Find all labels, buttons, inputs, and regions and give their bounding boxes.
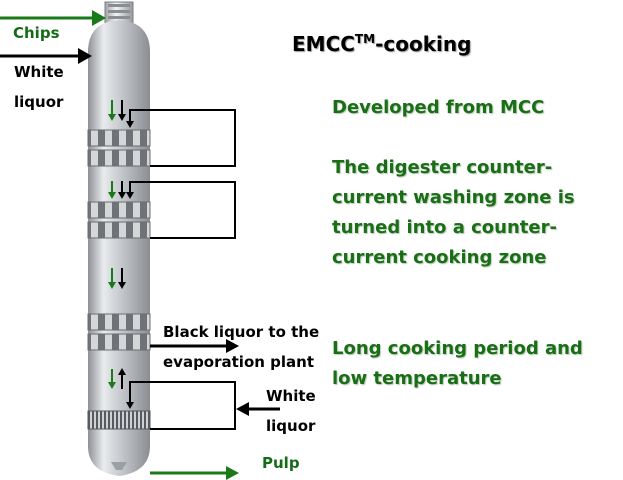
screen-band: [87, 149, 151, 167]
internal-flow-arrows: [108, 100, 126, 389]
title-suffix: -cooking: [375, 32, 472, 56]
circulation-loops: [129, 109, 236, 430]
black-liquor-label-2: evaporation plant: [163, 353, 315, 371]
period-text-line: Long cooking period and: [332, 338, 583, 359]
screen-band: [87, 333, 151, 351]
pulp-label: Pulp: [262, 454, 300, 472]
black-liquor-arrow-head: [226, 339, 239, 353]
chips-arrow-head: [92, 10, 106, 26]
screen-band: [87, 129, 151, 147]
period-text-line: low temperature: [332, 368, 502, 389]
white-liquor-bottom-label-2: liquor: [266, 417, 316, 435]
zone-text-line: turned into a counter-: [332, 217, 557, 238]
bottom-screen: [87, 410, 151, 430]
screen-band: [87, 313, 151, 331]
page-title: EMCCTM-cooking: [292, 32, 471, 56]
screen-band: [87, 201, 151, 219]
white-liquor-top-label-1: White: [14, 63, 64, 81]
white-liquor-bottom-arrow-head: [236, 402, 249, 416]
black-liquor-label-1: Black liquor to the: [163, 323, 320, 341]
pulp-arrow-head: [226, 466, 239, 480]
developed-text: Developed from MCC: [332, 97, 545, 118]
title-trademark: TM: [354, 32, 376, 46]
period-text: Long cooking period and low temperature: [332, 334, 583, 394]
digester-bottom: [88, 446, 150, 476]
white-liquor-top-label-2: liquor: [14, 93, 64, 111]
zone-text-line: The digester counter-: [332, 157, 553, 178]
zone-text: The digester counter- current washing zo…: [332, 153, 575, 273]
digester-dome: [88, 20, 150, 52]
zone-text-line: current washing zone is: [332, 187, 575, 208]
zone-text-line: current cooking zone: [332, 247, 547, 268]
white-liquor-top-arrow-head: [78, 48, 92, 64]
chips-label: Chips: [13, 24, 60, 42]
screen-band: [87, 221, 151, 239]
title-main: EMCC: [292, 32, 355, 56]
white-liquor-bottom-label-1: White: [266, 387, 316, 405]
digester-vessel: [87, 1, 151, 476]
